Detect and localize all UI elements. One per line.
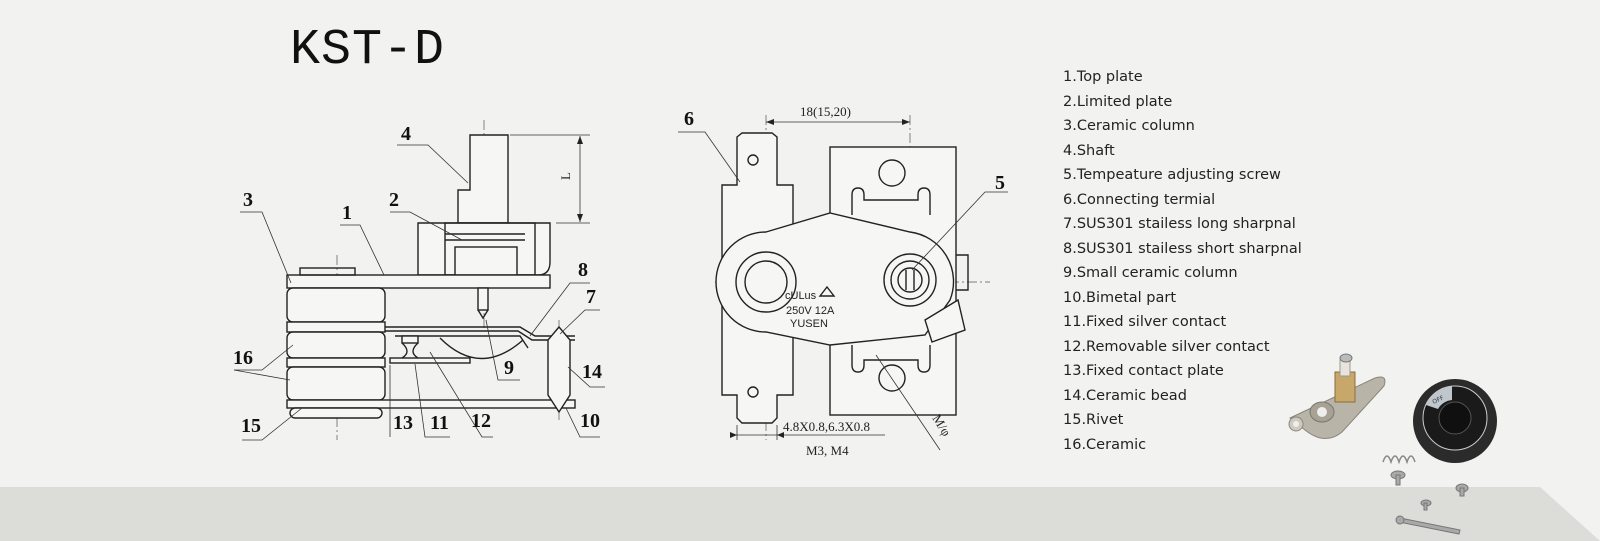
callout-15: 15 xyxy=(241,415,261,437)
parts-list-item: 4.Shaft xyxy=(1063,142,1115,159)
parts-list-item: 11.Fixed silver contact xyxy=(1063,314,1227,330)
callout-6: 6 xyxy=(684,108,694,130)
callout-2: 2 xyxy=(389,189,399,211)
top-plate xyxy=(286,274,551,289)
callout-13: 13 xyxy=(393,412,413,434)
dimension-l-label: L xyxy=(558,172,573,180)
screws-photo xyxy=(1390,470,1469,535)
parts-list-item: 10.Bimetal part xyxy=(1063,289,1177,306)
callout-3: 3 xyxy=(243,189,253,211)
parts-list-item: 5.Tempeature adjusting screw xyxy=(1063,167,1281,183)
model-title: KST-D xyxy=(290,22,446,79)
callout-11: 11 xyxy=(430,412,449,434)
callout-4: 4 xyxy=(401,123,411,145)
product-photo: OFF xyxy=(1288,353,1497,535)
knob-off-label: OFF xyxy=(1431,394,1445,405)
callout-8: 8 xyxy=(578,259,588,281)
parts-list: 1.Top plate 2.Limited plate 3.Ceramic co… xyxy=(1063,67,1302,459)
ceramic-bead xyxy=(547,325,571,414)
dimension-spacing: 18(15,20) xyxy=(800,104,851,119)
parts-list-item: 1.Top plate xyxy=(1063,69,1143,85)
dimension-hole: M/φ xyxy=(929,412,954,439)
shaft xyxy=(457,134,509,224)
parts-list-item: 7.SUS301 stailess long sharpnal xyxy=(1063,216,1296,232)
callout-10: 10 xyxy=(580,410,600,432)
knob-photo: OFF xyxy=(1413,379,1497,463)
rating-text: 250V 12A xyxy=(786,305,835,317)
floor-band xyxy=(0,487,1600,541)
callout-12: 12 xyxy=(471,410,491,432)
parts-list-item: 6.Connecting termial xyxy=(1063,191,1216,208)
callout-16: 16 xyxy=(233,347,253,369)
brand-text: YUSEN xyxy=(790,318,828,330)
ceramic-block xyxy=(286,287,386,323)
parts-list-item: 16.Ceramic xyxy=(1063,436,1147,453)
parts-list-item: 2.Limited plate xyxy=(1063,93,1173,110)
parts-list-item: 15.Rivet xyxy=(1063,412,1124,428)
parts-list-item: 12.Removable silver contact xyxy=(1063,338,1270,355)
side-view-drawing: L 4 3 2 1 8 7 16 9 14 15 13 11 12 xyxy=(233,120,605,441)
parts-list-item: 13.Fixed contact plate xyxy=(1063,363,1224,379)
parts-list-item: 9.Small ceramic column xyxy=(1063,265,1238,281)
adjusting-arm xyxy=(715,212,955,346)
dimension-screw: M3, M4 xyxy=(806,443,849,458)
bimetal-plate xyxy=(286,399,576,409)
parts-list-item: 8.SUS301 stailess short sharpnal xyxy=(1063,240,1302,257)
rivet xyxy=(289,407,383,419)
callout-14: 14 xyxy=(582,361,602,383)
callout-9: 9 xyxy=(504,357,514,379)
cert-mark: cULus xyxy=(785,290,817,302)
front-view-drawing: cULus 250V 12A YUSEN 18(15,20) 4.8X0.8,6… xyxy=(678,104,1008,458)
callout-1: 1 xyxy=(342,202,352,224)
parts-list-item: 14.Ceramic bead xyxy=(1063,387,1187,404)
callout-7: 7 xyxy=(586,286,596,308)
dimension-terminal: 4.8X0.8,6.3X0.8 xyxy=(783,419,870,434)
thermostat-photo xyxy=(1288,353,1386,439)
spring-photo xyxy=(1382,455,1416,465)
parts-list-item: 3.Ceramic column xyxy=(1063,118,1195,134)
callout-5: 5 xyxy=(995,172,1005,194)
